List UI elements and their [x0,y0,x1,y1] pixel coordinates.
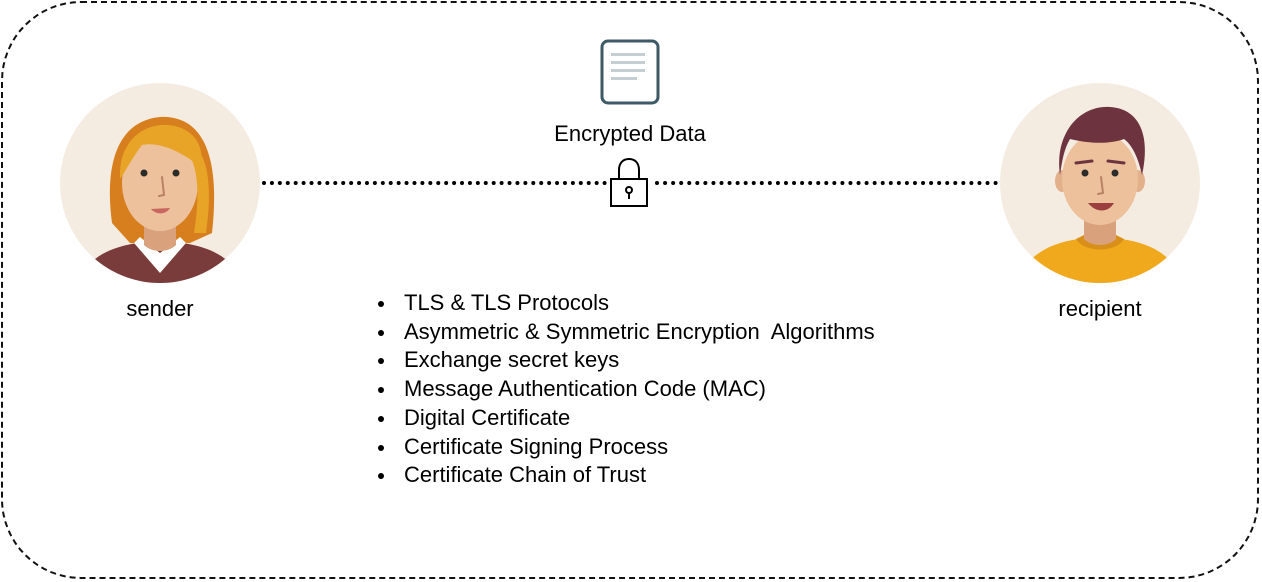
sender-connection-line [262,181,607,185]
recipient-label: recipient [1058,296,1142,321]
document-icon [600,39,660,105]
encrypted-data-label: Encrypted Data [554,121,706,146]
topic-item: Digital Certificate [378,404,875,433]
topic-item: Message Authentication Code (MAC) [378,375,875,404]
sender-avatar-icon [60,83,260,283]
sender-label: sender [126,296,194,321]
topic-item: Asymmetric & Symmetric Encryption Algori… [378,318,875,347]
topic-item: Certificate Chain of Trust [378,461,875,490]
recipient-avatar-icon [1000,83,1200,283]
recipient-connection-line [655,181,998,185]
padlock-icon [607,157,651,209]
topic-item: TLS & TLS Protocols [378,289,875,318]
topics-list: TLS & TLS Protocols Asymmetric & Symmetr… [378,289,875,490]
topic-item: Certificate Signing Process [378,433,875,462]
topic-item: Exchange secret keys [378,346,875,375]
